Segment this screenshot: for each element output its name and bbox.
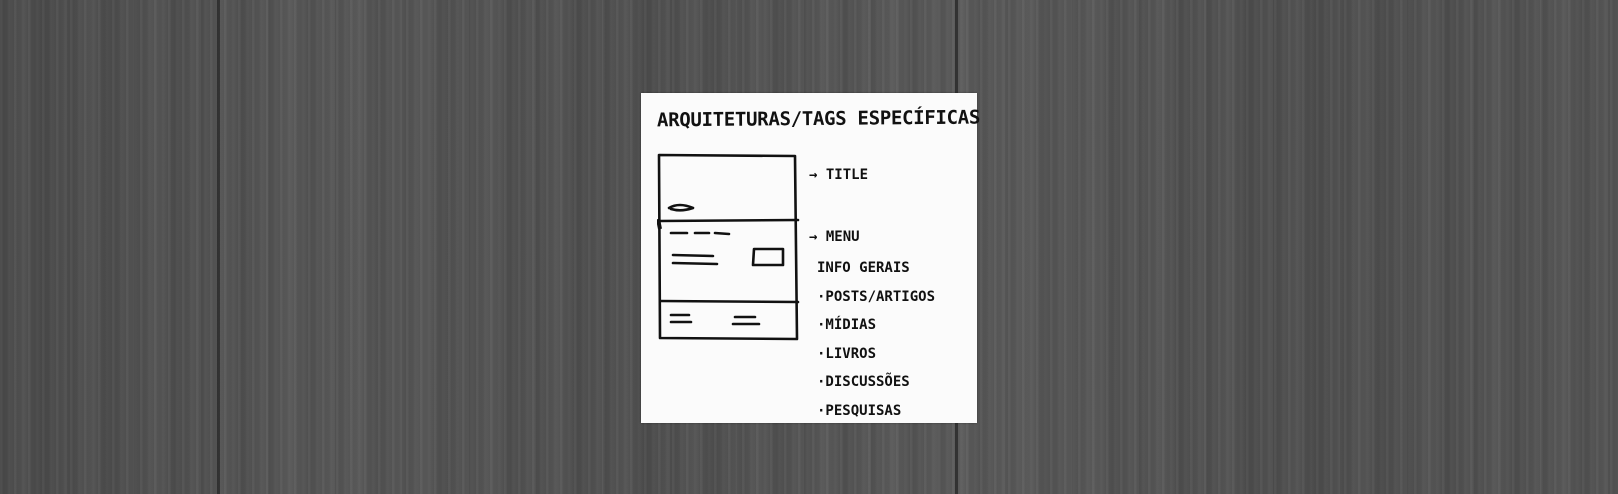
list-item: ·DISCUSSÕES (817, 374, 910, 390)
sticky-note: ARQUITETURAS/TAGS ESPECÍFICAS → TITLE → … (641, 93, 981, 425)
list-item: ·POSTS/ARTIGOS (817, 288, 936, 305)
note-title: ARQUITETURAS/TAGS ESPECÍFICAS (656, 106, 981, 132)
list-item: ·LIVROS (817, 345, 877, 362)
wireframe-text-line (671, 253, 715, 258)
list-item: ·PESQUISAS (817, 402, 902, 419)
wireframe-footer-line (731, 315, 761, 326)
annotation-menu: → MENU (809, 229, 860, 245)
list-item: INFO GERAIS (817, 260, 910, 276)
annotation-title: → TITLE (809, 167, 869, 183)
wireframe-menu-line (669, 231, 731, 236)
wood-seam (217, 0, 220, 494)
wireframe-sketch (657, 153, 800, 341)
wireframe-footer-divider (658, 299, 800, 304)
wireframe-corner-mark (657, 218, 662, 230)
wireframe-frame (657, 153, 799, 341)
wireframe-image-box (751, 247, 785, 267)
list-item: ·MÍDIAS (817, 317, 877, 333)
section-list: INFO GERAIS ·POSTS/ARTIGOS ·MÍDIAS ·LIVR… (817, 254, 935, 425)
wireframe-footer-line (669, 313, 693, 324)
wireframe-header-divider (657, 218, 800, 223)
wireframe-logo-mark (667, 203, 695, 212)
wireframe-text-line (671, 261, 719, 266)
